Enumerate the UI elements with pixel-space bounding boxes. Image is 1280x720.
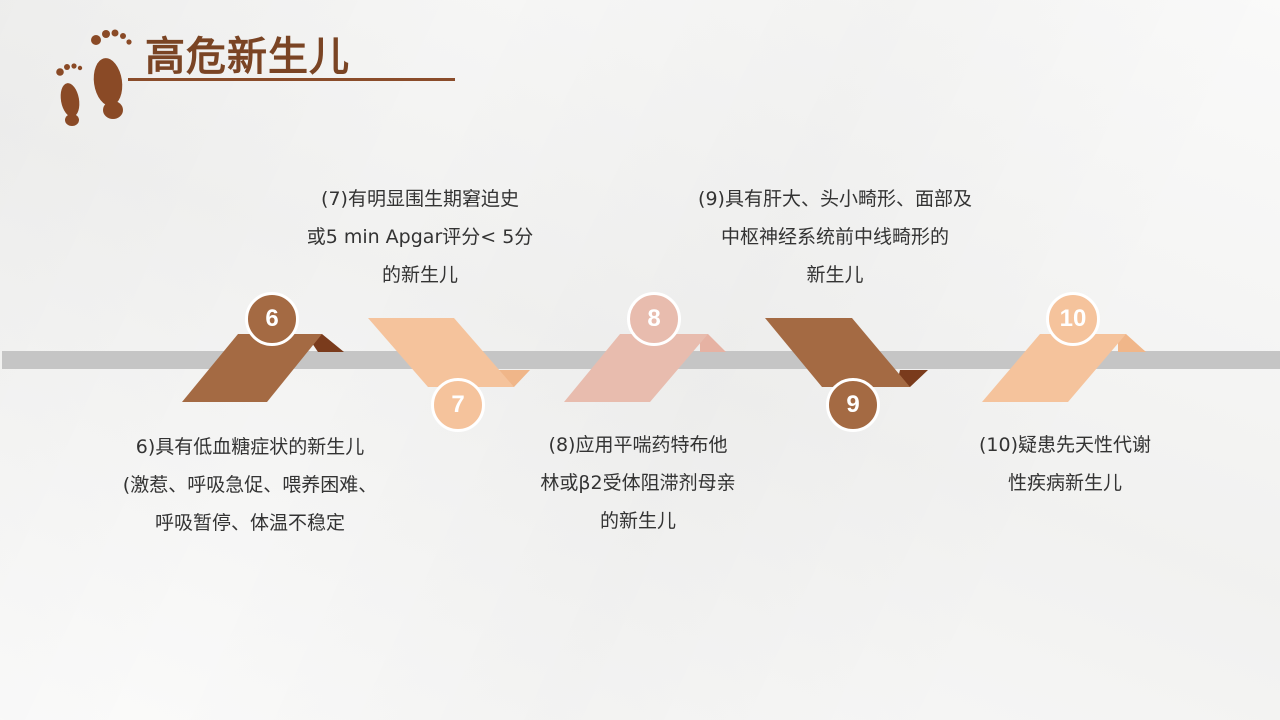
step-10-shape: [982, 334, 1126, 402]
step-9-line-3: 新生儿: [806, 264, 864, 286]
step-10-line-2: 性疾病新生儿: [1007, 472, 1122, 494]
step-6-line-1: 6)具有低血糖症状的新生儿: [135, 436, 365, 458]
step-7-text: (7)有明显围生期窘迫史 或5 min Apgar评分< 5分 的新生儿: [260, 180, 580, 294]
step-6-badge: 6: [245, 292, 299, 346]
step-7-shape: [368, 318, 514, 387]
step-6-text: 6)具有低血糖症状的新生儿 (激惹、呼吸急促、喂养困难、 呼吸暂停、体温不稳定: [70, 428, 430, 542]
step-9-badge: 9: [826, 378, 880, 432]
step-8-line-2: 林或β2受体阻滞剂母亲: [540, 472, 736, 494]
step-10-text: (10)疑患先天性代谢 性疾病新生儿: [940, 426, 1190, 502]
step-9-text: (9)具有肝大、头小畸形、面部及 中枢神经系统前中线畸形的 新生儿: [660, 180, 1010, 294]
step-7-badge: 7: [431, 378, 485, 432]
step-10-fold: [1118, 334, 1146, 352]
step-7-line-2: 或5 min Apgar评分< 5分: [306, 226, 534, 248]
footprints-icon: [56, 29, 132, 126]
step-7-line-1: (7)有明显围生期窘迫史: [321, 188, 519, 210]
step-8-line-3: 的新生儿: [599, 510, 676, 532]
step-7-line-3: 的新生儿: [381, 264, 458, 286]
step-6-line-2: (激惹、呼吸急促、喂养困难、: [122, 474, 378, 496]
page-title: 高危新生儿: [145, 34, 350, 80]
step-6-shape: [182, 334, 322, 402]
step-9-shape: [765, 318, 910, 387]
step-8-line-1: (8)应用平喘药特布他: [548, 434, 728, 456]
step-8-text: (8)应用平喘药特布他 林或β2受体阻滞剂母亲 的新生儿: [488, 426, 788, 540]
step-6-line-3: 呼吸暂停、体温不稳定: [154, 512, 345, 534]
step-8-badge: 8: [627, 292, 681, 346]
title-underline: [128, 78, 455, 81]
step-9-line-1: (9)具有肝大、头小畸形、面部及: [698, 188, 972, 210]
step-10-badge: 10: [1046, 292, 1100, 346]
step-8-fold: [700, 334, 726, 352]
step-9-line-2: 中枢神经系统前中线畸形的: [720, 226, 949, 248]
step-8-shape: [564, 334, 708, 402]
step-10-line-1: (10)疑患先天性代谢: [978, 434, 1151, 456]
